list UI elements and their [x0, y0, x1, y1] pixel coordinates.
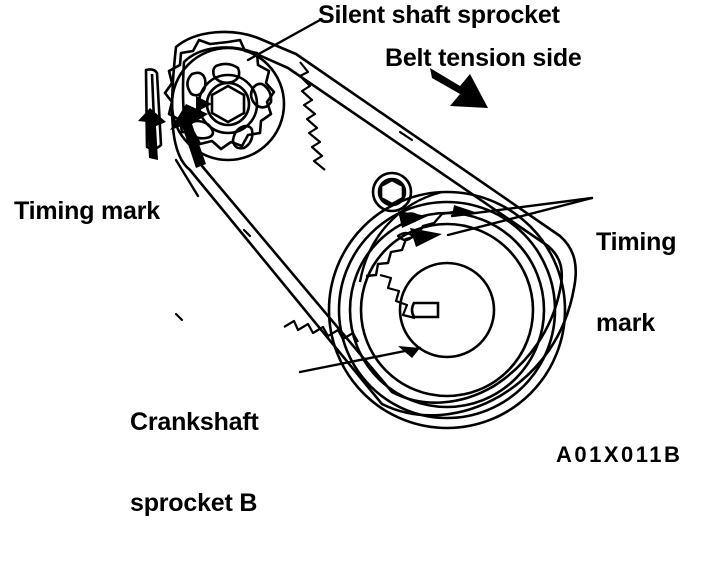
- figure-root: Silent shaft sprocket Belt tension side …: [0, 0, 704, 517]
- leader-timing-mark-right-lower: [446, 196, 594, 237]
- timing-mark-arrowhead-sprocket: [170, 104, 208, 168]
- crank-timing-arrowhead-lower: [410, 228, 442, 247]
- sprocket-spoke-cutout-2: [249, 82, 273, 109]
- idler-hex-head: [379, 178, 405, 206]
- leader-timing-mark-left: [174, 158, 200, 198]
- label-crankshaft-sprocket-line1: Crankshaft: [130, 408, 259, 436]
- crank-pulley-ring-4: [359, 222, 535, 398]
- leader-crankshaft-sprocket: [298, 346, 422, 374]
- crank-sprocket-teeth: [358, 190, 454, 283]
- leader-arrowhead-crankshaft: [398, 346, 420, 358]
- diagram-background: [0, 0, 704, 487]
- crank-timing-notch-1: [402, 212, 420, 221]
- label-timing-mark-right-line1: Timing: [596, 228, 677, 256]
- belt-teeth-upper-run: [298, 61, 326, 171]
- sprocket-hex-bore: [210, 84, 246, 124]
- belt-teeth-texture: [283, 61, 416, 343]
- label-timing-mark-left: Timing mark: [14, 197, 160, 225]
- crank-toothed-edge: [365, 210, 454, 278]
- crank-hub-circle: [398, 261, 496, 359]
- belt-dash-mid: [242, 228, 252, 238]
- timing-belt-diagram: [0, 0, 704, 487]
- crank-timing-mark-notches: [396, 212, 420, 242]
- belt-teeth-lower-run: [283, 319, 359, 343]
- figure-code: A01X011B: [556, 442, 683, 467]
- leader-silent-shaft-sprocket: [246, 18, 322, 62]
- timing-mark-tooth-notch: [196, 96, 212, 112]
- crankshaft-sprocket-b: [327, 190, 567, 430]
- sprocket-outer-circle: [170, 46, 286, 162]
- label-timing-mark-right: Timing mark: [596, 175, 676, 391]
- belt-dash-upper: [398, 130, 414, 142]
- crank-tooth-profile-band: [358, 190, 443, 283]
- idler-outer-circle: [371, 171, 413, 213]
- sprocket-spoke-cutout-3: [231, 124, 254, 150]
- sprocket-spoke-cutout-5: [186, 71, 207, 97]
- belt-tension-side-arrow: [430, 68, 488, 108]
- crank-pulley-ring-1: [327, 190, 567, 430]
- sprocket-teeth-ring: [163, 38, 276, 151]
- crank-pulley-ring-2: [337, 200, 557, 420]
- label-belt-tension-side: Belt tension side: [385, 44, 582, 72]
- silent-shaft-sprocket: [163, 38, 286, 162]
- belt-centerline-dashes: [174, 130, 414, 322]
- sprocket-spoke-cutout-1: [212, 62, 241, 85]
- label-silent-shaft-sprocket: Silent shaft sprocket: [318, 1, 560, 29]
- crank-timing-notch-2: [396, 231, 415, 242]
- belt-dash-lower: [174, 312, 184, 322]
- leader-arrowhead-timing-right: [452, 205, 478, 216]
- label-crankshaft-sprocket-line2: sprocket B: [130, 489, 258, 517]
- idler-bolt: [371, 171, 413, 213]
- belt-teeth-crank-arc: [379, 273, 416, 320]
- label-crankshaft-sprocket: Crankshaft sprocket B: [130, 355, 259, 571]
- silent-shaft-timing-mark-arrows: [138, 96, 212, 168]
- belt-outer-edge: [170, 30, 578, 417]
- leader-arrowheads: [398, 205, 478, 358]
- timing-mark-arrowhead-plate: [138, 108, 166, 160]
- crank-keyway-slot: [410, 301, 440, 319]
- label-timing-mark-right-line2: mark: [596, 309, 655, 337]
